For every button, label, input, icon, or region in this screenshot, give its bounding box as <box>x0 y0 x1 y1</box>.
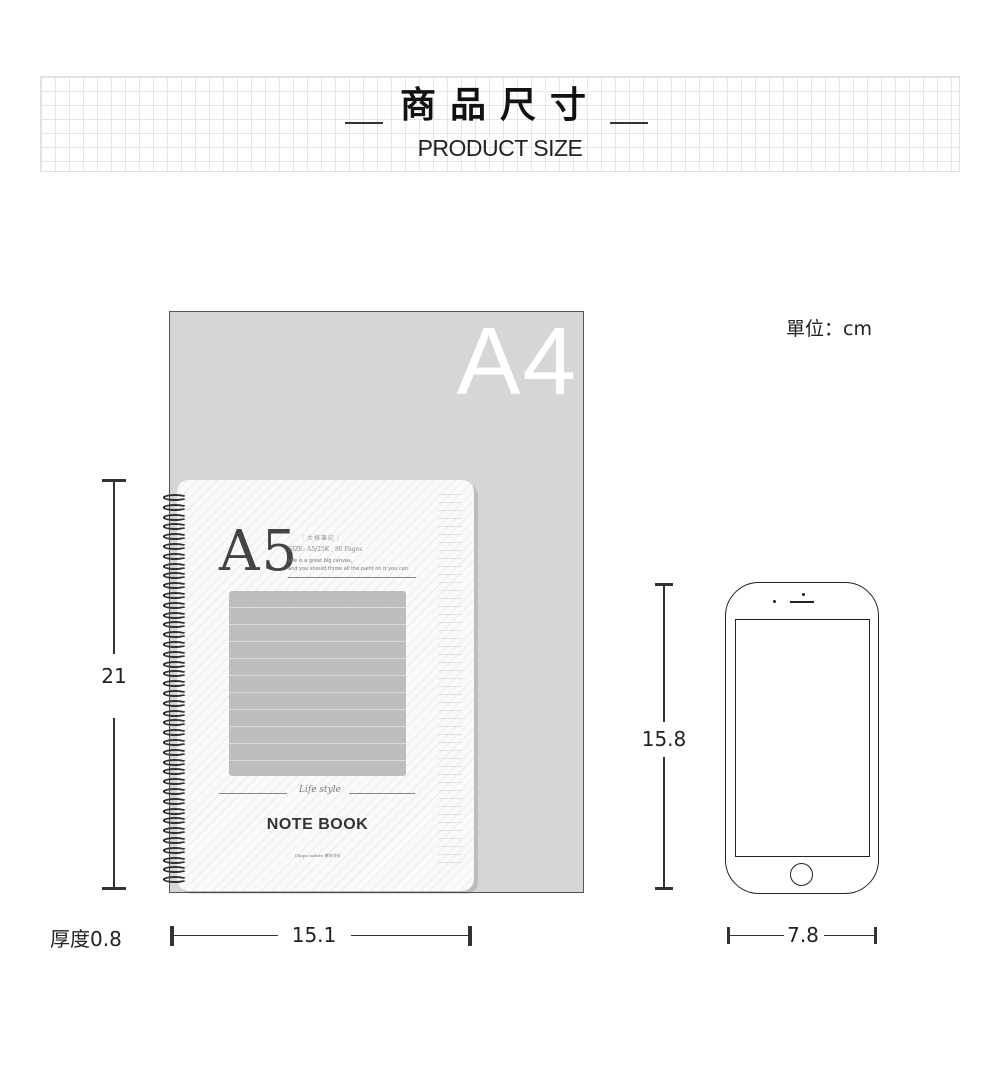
notebook-spiral-binding <box>163 494 189 886</box>
width-dim-left-cap <box>170 926 174 946</box>
spiral-ring <box>163 748 187 756</box>
spiral-ring <box>163 562 187 570</box>
phone-speaker <box>790 601 814 603</box>
life-style-left-rule <box>219 793 287 794</box>
phone-height-bottom-cap <box>655 887 673 890</box>
phone-width-left-cap <box>727 927 730 944</box>
spiral-ring <box>163 572 187 580</box>
notebook-brand: Chays culture 香氏文化 <box>294 853 341 858</box>
notebook-quote-line2: and you should throw all the paint on it… <box>288 566 410 572</box>
phone-outline <box>725 582 879 894</box>
notebook-ruler-strip <box>438 494 462 870</box>
a5-width-label: 15.1 <box>291 923 337 947</box>
width-dim-right-cap <box>468 926 472 946</box>
page-title-english: PRODUCT SIZE <box>417 135 583 161</box>
phone-width-label: 7.8 <box>787 923 819 947</box>
spiral-ring <box>163 690 187 697</box>
notebook-cover <box>177 480 474 891</box>
notebook-dotted-rule <box>233 607 402 608</box>
spiral-ring <box>163 856 187 864</box>
phone-screen <box>735 619 870 857</box>
spiral-ring <box>163 739 187 746</box>
spiral-ring <box>163 827 187 835</box>
spiral-ring <box>163 650 187 658</box>
notebook-script-text: Life style <box>299 785 341 795</box>
notebook-lined-window <box>229 591 406 776</box>
phone-height-bar-upper <box>663 584 665 722</box>
notebook-a5-label: A5 <box>219 519 300 584</box>
height-dim-bar-lower <box>113 718 115 889</box>
notebook-size-line: SIZE: A5/25K , 80 Pages <box>288 546 363 553</box>
title-right-rule <box>610 122 648 124</box>
page-title-chinese: 商品尺寸 <box>399 85 600 126</box>
spiral-ring <box>163 552 187 560</box>
spiral-ring <box>163 768 187 776</box>
height-dim-bottom-cap <box>102 887 126 890</box>
spiral-ring <box>163 543 187 550</box>
phone-width-bar-right <box>824 935 874 936</box>
phone-width-right-cap <box>874 927 877 944</box>
spiral-ring <box>163 513 187 521</box>
notebook-cover-title: NOTE BOOK <box>266 816 369 833</box>
spiral-ring <box>163 709 187 717</box>
spiral-ring <box>163 494 187 501</box>
spiral-ring <box>163 680 187 688</box>
spiral-ring <box>163 631 187 639</box>
spiral-ring <box>163 601 187 609</box>
phone-sensor <box>773 600 776 603</box>
height-dim-bar-upper <box>113 480 115 654</box>
spiral-ring <box>163 758 187 766</box>
spiral-ring <box>163 807 187 815</box>
a5-height-label: 21 <box>101 664 127 688</box>
spiral-ring <box>163 503 187 511</box>
title-left-rule <box>345 122 383 124</box>
spiral-ring <box>163 621 187 629</box>
notebook-quote: Life is a great big canvas, and you shou… <box>288 557 438 573</box>
spiral-ring <box>163 846 187 854</box>
header-grid-band <box>40 76 960 172</box>
spiral-ring <box>163 582 187 590</box>
spiral-ring <box>163 523 187 531</box>
thickness-label: 厚度0.8 <box>50 927 122 951</box>
a4-label: A4 <box>456 308 578 415</box>
spiral-ring <box>163 533 187 541</box>
width-dim-bar-left <box>174 935 278 936</box>
spiral-ring <box>163 641 187 648</box>
spiral-ring <box>163 611 187 619</box>
spiral-ring <box>163 592 187 599</box>
phone-camera <box>802 593 805 596</box>
unit-label: 單位：cm <box>786 318 872 340</box>
spiral-ring <box>163 778 187 786</box>
spiral-ring <box>163 660 187 668</box>
phone-home-button <box>790 863 813 886</box>
spiral-ring <box>163 729 187 737</box>
notebook-header-rule <box>288 577 416 578</box>
phone-height-bar-lower <box>663 757 665 889</box>
spiral-ring <box>163 817 187 825</box>
notebook-subtitle: ｜大格筆記｜ <box>300 535 343 542</box>
spiral-ring <box>163 866 187 874</box>
phone-width-bar-left <box>730 935 784 936</box>
spiral-ring <box>163 837 187 844</box>
phone-height-label: 15.8 <box>641 727 687 751</box>
spiral-ring <box>163 876 187 884</box>
spiral-ring <box>163 719 187 727</box>
notebook-quote-line1: Life is a great big canvas, <box>288 558 353 564</box>
spiral-ring <box>163 670 187 678</box>
width-dim-bar-right <box>351 935 468 936</box>
spiral-ring <box>163 797 187 805</box>
spiral-ring <box>163 699 187 707</box>
life-style-right-rule <box>349 793 415 794</box>
spiral-ring <box>163 788 187 795</box>
